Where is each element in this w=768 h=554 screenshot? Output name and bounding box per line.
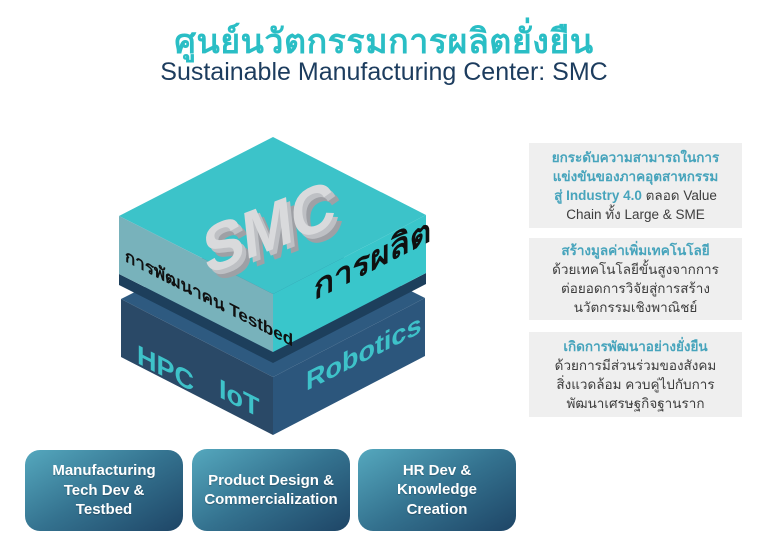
benefit-text-highlight: แข่งขันของภาคอุตสาหกรรม (552, 168, 719, 184)
page-subtitle: Sustainable Manufacturing Center: SMC (160, 58, 608, 86)
pillar-button-product-design-commercialization[interactable]: Product Design & Commercialization (192, 449, 350, 531)
benefit-text-body: Chain ทั้ง Large & SME (566, 206, 705, 222)
pillar-button-hr-dev-knowledge-creation[interactable]: HR Dev & Knowledge Creation (358, 449, 516, 531)
benefit-line: เกิดการพัฒนาอย่างยั่งยืน (537, 337, 734, 356)
benefit-line: สิ่งแวดล้อม ควบคู่ไปกับการ (537, 375, 734, 394)
benefit-line: ด้วยการมีส่วนร่วมของสังคม (537, 356, 734, 375)
benefit-text-highlight: สร้างมูลค่าเพิ่มเทคโนโลยี (561, 243, 710, 258)
benefit-line: แข่งขันของภาคอุตสาหกรรม (537, 167, 734, 186)
benefit-text-highlight: ยกระดับความสามารถในการ (551, 149, 720, 165)
benefit-line: ด้วยเทคโนโลยีขั้นสูงจากการ (537, 260, 734, 279)
benefit-text-body: นวัตกรรมเชิงพาณิชย์ (573, 300, 698, 315)
benefit-line: Chain ทั้ง Large & SME (537, 205, 734, 224)
benefit-text-highlight: สู่ Industry 4.0 (554, 187, 642, 203)
benefit-line: ต่อยอดการวิจัยสู่การสร้าง (537, 279, 734, 298)
benefit-text-body: ต่อยอดการวิจัยสู่การสร้าง (561, 281, 710, 296)
benefit-box-sustainable-development: เกิดการพัฒนาอย่างยั่งยืน ด้วยการมีส่วนร่… (529, 332, 742, 417)
page-title: ศูนย์นวัตกรรมการผลิตยั่งยืน (174, 23, 594, 61)
top-layer-right-face (273, 215, 426, 352)
benefit-line: ยกระดับความสามารถในการ (537, 148, 734, 167)
benefit-text-body: พัฒนาเศรษฐกิจฐานราก (566, 395, 705, 411)
smc-3d-letters: SMC SMC SMC (200, 165, 346, 297)
benefit-box-value-creation: สร้างมูลค่าเพิ่มเทคโนโลยี ด้วยเทคโนโลยีข… (529, 238, 742, 320)
benefit-line: นวัตกรรมเชิงพาณิชย์ (537, 298, 734, 317)
bottom-layer-left-face (121, 299, 273, 435)
top-layer-top-face (119, 137, 426, 294)
bottom-layer-right-face (273, 298, 425, 435)
benefit-line: สร้างมูลค่าเพิ่มเทคโนโลยี (537, 241, 734, 260)
top-layer-left-face (119, 216, 273, 352)
benefit-text-body: สิ่งแวดล้อม ควบคู่ไปกับการ (556, 376, 715, 392)
smc-cube-diagram: SMC SMC SMC การพัฒนาคน Testbed การผลิต H… (119, 137, 431, 435)
benefit-line: พัฒนาเศรษฐกิจฐานราก (537, 394, 734, 413)
benefit-text-body: ตลอด Value (641, 187, 717, 203)
benefit-box-competitiveness: ยกระดับความสามารถในการ แข่งขันของภาคอุตส… (529, 143, 742, 228)
benefit-text-body: ด้วยการมีส่วนร่วมของสังคม (554, 357, 717, 373)
benefit-text-highlight: เกิดการพัฒนาอย่างยั่งยืน (563, 338, 708, 354)
pillar-button-manufacturing-tech-dev-testbed[interactable]: Manufacturing Tech Dev & Testbed (25, 450, 183, 531)
benefit-text-body: ด้วยเทคโนโลยีขั้นสูงจากการ (552, 262, 719, 277)
benefit-line: สู่ Industry 4.0 ตลอด Value (537, 186, 734, 205)
